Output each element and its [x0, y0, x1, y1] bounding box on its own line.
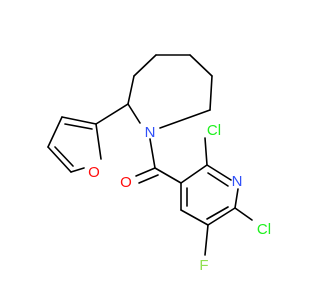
bond-py-c2-cl	[204, 137, 208, 166]
bond-n-c2	[127, 103, 141, 124]
bond-c5-c6	[189, 54, 213, 77]
bond-n-carbonyl	[149, 138, 156, 169]
bond-furan-c2-c3	[61, 116, 97, 125]
bond-furan-c2-c3-inner	[64, 123, 93, 130]
bond-furan-c5-o	[70, 167, 85, 173]
bond-py-c3-c2	[180, 164, 208, 184]
bond-furan-c4-c5-inner	[54, 146, 74, 167]
atom-cl-bottom: Cl	[257, 221, 271, 238]
bond-py-c6-cl	[234, 207, 253, 221]
molecule-structure: O N O Cl N Cl F	[47, 54, 271, 274]
bond-py-c6-c5	[207, 207, 236, 226]
atom-o-carbonyl: O	[120, 174, 132, 191]
atom-f: F	[199, 257, 208, 274]
bond-py-c6-c5-inner	[206, 206, 229, 220]
atom-n-pyridine: N	[232, 173, 243, 190]
bond-py-c2-n-inner	[207, 172, 229, 187]
atom-n-ring: N	[145, 124, 156, 141]
bonds	[47, 54, 253, 256]
bond-furan-c4-c5	[47, 146, 72, 173]
atom-o-furan: O	[88, 164, 100, 181]
bond-py-c2-n	[206, 164, 232, 181]
atom-cl-top: Cl	[207, 122, 221, 139]
molecule-canvas: O N O Cl N Cl F	[47, 54, 271, 274]
bond-c7-n	[159, 109, 211, 129]
bond-py-c5-f	[204, 224, 209, 256]
bond-carbonyl-pyridine	[154, 167, 182, 184]
bond-py-n-c6	[234, 188, 239, 209]
bond-carbonyl-o-1	[135, 167, 156, 177]
bond-furan-c3-c4	[47, 116, 63, 148]
bond-py-c5-c4	[180, 209, 209, 226]
bond-c6-c7	[209, 75, 213, 111]
bond-c2-c3	[127, 75, 135, 105]
bond-furan-o-c2	[95, 123, 102, 160]
bond-c3-c4	[133, 54, 157, 77]
bond-c2-furan	[95, 103, 129, 125]
bond-carbonyl-o-2	[138, 174, 159, 184]
atom-labels: O N O Cl N Cl F	[88, 122, 271, 274]
